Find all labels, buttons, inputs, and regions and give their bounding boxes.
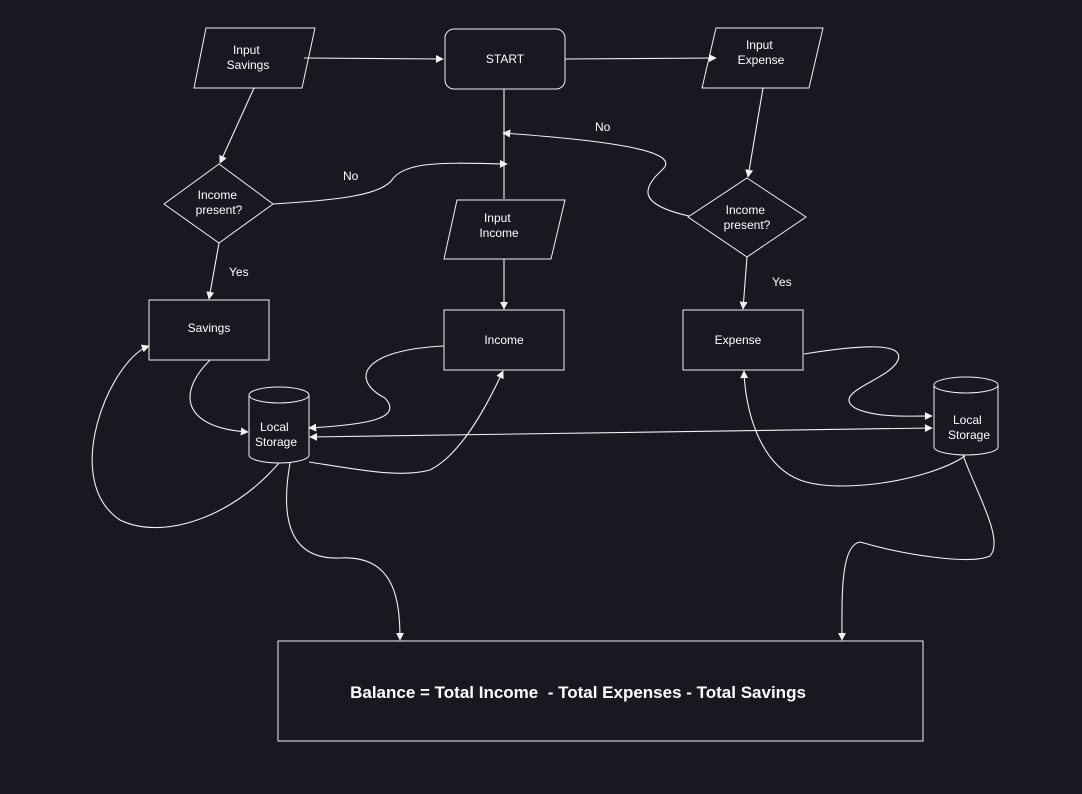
edge-decision-no-to-start-line bbox=[272, 159, 508, 205]
edge-input-expense-to-decision bbox=[745, 87, 764, 178]
node-savings[interactable]: Savings bbox=[148, 299, 270, 361]
decision-left-line-1: Income bbox=[198, 188, 238, 202]
label-no-right: No bbox=[595, 120, 611, 134]
node-storage-right[interactable]: Local Storage bbox=[933, 376, 999, 456]
edge-storage-to-expense bbox=[740, 370, 966, 487]
node-income[interactable]: Income bbox=[443, 309, 565, 371]
input-expense-line-2: Expense bbox=[738, 53, 785, 67]
storage-right-line-2: Storage bbox=[948, 428, 990, 442]
edge-expense-to-storage bbox=[803, 346, 933, 421]
input-expense-label: Input Expense bbox=[738, 38, 785, 67]
input-savings-line-1: Input bbox=[233, 43, 260, 57]
input-income-line-2: Income bbox=[479, 226, 519, 240]
edge-decision-yes-to-expense bbox=[739, 256, 748, 310]
storage-left-label: Local Storage bbox=[255, 420, 297, 449]
edge-income-to-storage bbox=[308, 345, 445, 432]
node-storage-left[interactable]: Local Storage bbox=[248, 386, 310, 464]
edge-left-storage-to-balance bbox=[285, 462, 404, 641]
decision-right-line-2: present? bbox=[724, 218, 771, 232]
income-label: Income bbox=[484, 333, 524, 347]
edge-storage-to-income bbox=[308, 370, 504, 474]
expense-label: Expense bbox=[715, 333, 762, 347]
node-input-savings[interactable]: Input Savings bbox=[193, 27, 316, 89]
edge-decision-yes-to-savings bbox=[206, 242, 220, 300]
storage-left-line-2: Storage bbox=[255, 435, 297, 449]
node-expense[interactable]: Expense bbox=[682, 309, 804, 371]
label-yes-right: Yes bbox=[772, 275, 792, 289]
edge-right-storage-to-balance bbox=[837, 454, 995, 641]
storage-right-label: Local Storage bbox=[948, 413, 990, 442]
node-decision-left[interactable]: Income present? bbox=[163, 163, 274, 244]
decision-right-label: Income present? bbox=[724, 203, 771, 232]
edge-savings-to-storage bbox=[189, 359, 249, 436]
node-input-expense[interactable]: Input Expense bbox=[701, 27, 824, 89]
node-input-income[interactable]: Input Income bbox=[443, 199, 566, 260]
edges bbox=[91, 54, 995, 641]
node-balance[interactable]: Balance = Total Income - Total Expenses … bbox=[277, 640, 924, 742]
decision-left-line-2: present? bbox=[196, 203, 243, 217]
edge-storage-to-savings bbox=[91, 344, 280, 528]
node-decision-right[interactable]: Income present? bbox=[687, 177, 807, 258]
input-expense-line-1: Input bbox=[746, 38, 773, 52]
balance-formula: Balance = Total Income - Total Expenses … bbox=[350, 683, 806, 702]
decision-left-label: Income present? bbox=[196, 188, 243, 217]
input-income-line-1: Input bbox=[484, 211, 511, 225]
node-start[interactable]: START bbox=[444, 28, 566, 90]
decision-right-line-1: Income bbox=[726, 203, 766, 217]
label-yes-left: Yes bbox=[229, 265, 249, 279]
input-income-label: Input Income bbox=[479, 211, 519, 240]
edge-decision-no-to-start-line-right bbox=[502, 129, 690, 217]
label-no-left: No bbox=[343, 169, 359, 183]
input-savings-line-2: Savings bbox=[227, 58, 270, 72]
edge-input-savings-to-start bbox=[303, 54, 444, 63]
storage-right-line-1: Local bbox=[953, 413, 982, 427]
savings-label: Savings bbox=[188, 321, 231, 335]
edge-storage-bidirectional bbox=[309, 424, 933, 441]
edge-input-savings-to-decision bbox=[219, 87, 255, 164]
storage-left-line-1: Local bbox=[260, 420, 289, 434]
input-savings-label: Input Savings bbox=[227, 43, 270, 72]
edge-start-to-input-expense bbox=[564, 54, 717, 63]
start-label: START bbox=[486, 52, 525, 66]
